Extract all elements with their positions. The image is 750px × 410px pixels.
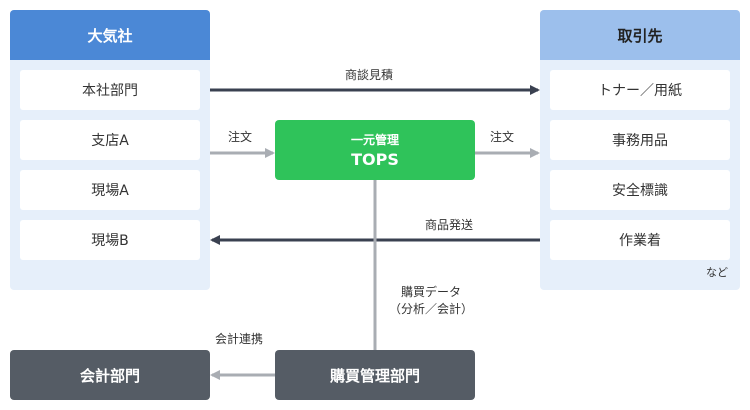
purchasing-title: 購買管理部門 — [329, 366, 420, 385]
order-left-label: 注文 — [228, 130, 253, 144]
department-item: 現場A — [20, 170, 200, 210]
supplier-footnote: など — [706, 266, 728, 279]
purchasing-department-box: 購買管理部門 — [275, 350, 475, 400]
purchase-data-label: 購買データ （分析／会計） — [386, 284, 476, 318]
department-item: 支店A — [20, 120, 200, 160]
tops-title: TOPS — [351, 150, 399, 169]
supplier-item: トナー／用紙 — [550, 70, 730, 110]
negotiation-label: 商談見積 — [345, 68, 394, 82]
company-panel: 大気社 本社部門 支店A 現場A 現場B — [10, 10, 210, 290]
company-panel-title: 大気社 — [10, 10, 210, 60]
supplier-panel: 取引先 トナー／用紙 事務用品 安全標識 作業着 など — [540, 10, 740, 290]
accounting-title: 会計部門 — [79, 366, 140, 385]
accounting-department-box: 会計部門 — [10, 350, 210, 400]
purchase-data-label-line2: （分析／会計） — [388, 302, 473, 316]
supplier-item: 事務用品 — [550, 120, 730, 160]
tops-subtitle: 一元管理 — [350, 133, 399, 147]
shipping-label: 商品発送 — [425, 218, 474, 232]
supplier-panel-title: 取引先 — [540, 10, 740, 60]
accounting-link-label: 会計連携 — [215, 332, 264, 346]
purchase-data-label-line1: 購買データ — [400, 285, 461, 299]
tops-system-box: 一元管理 TOPS — [275, 120, 475, 180]
department-item: 現場B — [20, 220, 200, 260]
supplier-item: 安全標識 — [550, 170, 730, 210]
supplier-item: 作業着 — [550, 220, 730, 260]
order-right-label: 注文 — [490, 130, 515, 144]
department-item: 本社部門 — [20, 70, 200, 110]
